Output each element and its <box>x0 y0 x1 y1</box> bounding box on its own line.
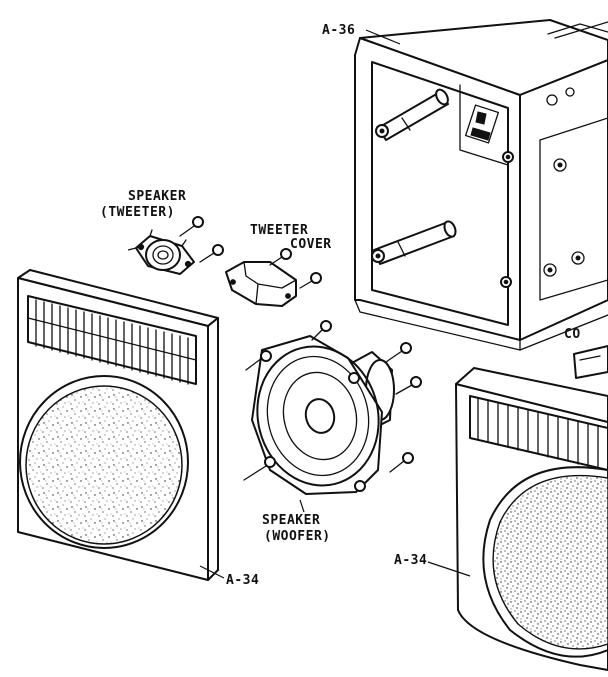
label-a36: A-36 <box>322 23 355 38</box>
label-tweeter-cover-line1: TWEETER <box>250 223 308 238</box>
cover-screw-right <box>299 272 322 289</box>
cover-screw-top <box>269 248 292 266</box>
leader-a34-right <box>427 561 471 577</box>
woofer-screws <box>243 320 422 481</box>
front-grille-left <box>17 269 219 581</box>
label-cover-cut: CO <box>564 327 581 342</box>
leader-woofer <box>299 499 305 513</box>
leader-a34-left <box>199 565 225 579</box>
cabinet-a36 <box>354 19 608 351</box>
tweeter-screw-right <box>199 244 224 263</box>
label-woofer-line1: SPEAKER <box>262 513 320 528</box>
label-woofer-line2: (WOOFER) <box>264 529 331 544</box>
front-grille-right <box>455 367 608 671</box>
label-tweeter-line2: (TWEETER) <box>100 205 175 220</box>
label-a34-right: A-34 <box>394 553 427 568</box>
label-tweeter-line1: SPEAKER <box>128 189 186 204</box>
leader-tweeter <box>127 246 141 251</box>
label-tweeter-cover-line2: COVER <box>290 237 332 252</box>
tweeter-speaker <box>135 229 195 275</box>
tweeter-screw-top <box>179 216 204 237</box>
tweeter-cover <box>225 261 297 307</box>
cover-part-partial <box>573 345 608 379</box>
leader-a36 <box>365 29 401 45</box>
label-a34-left: A-34 <box>226 573 259 588</box>
woofer-speaker <box>251 335 395 495</box>
